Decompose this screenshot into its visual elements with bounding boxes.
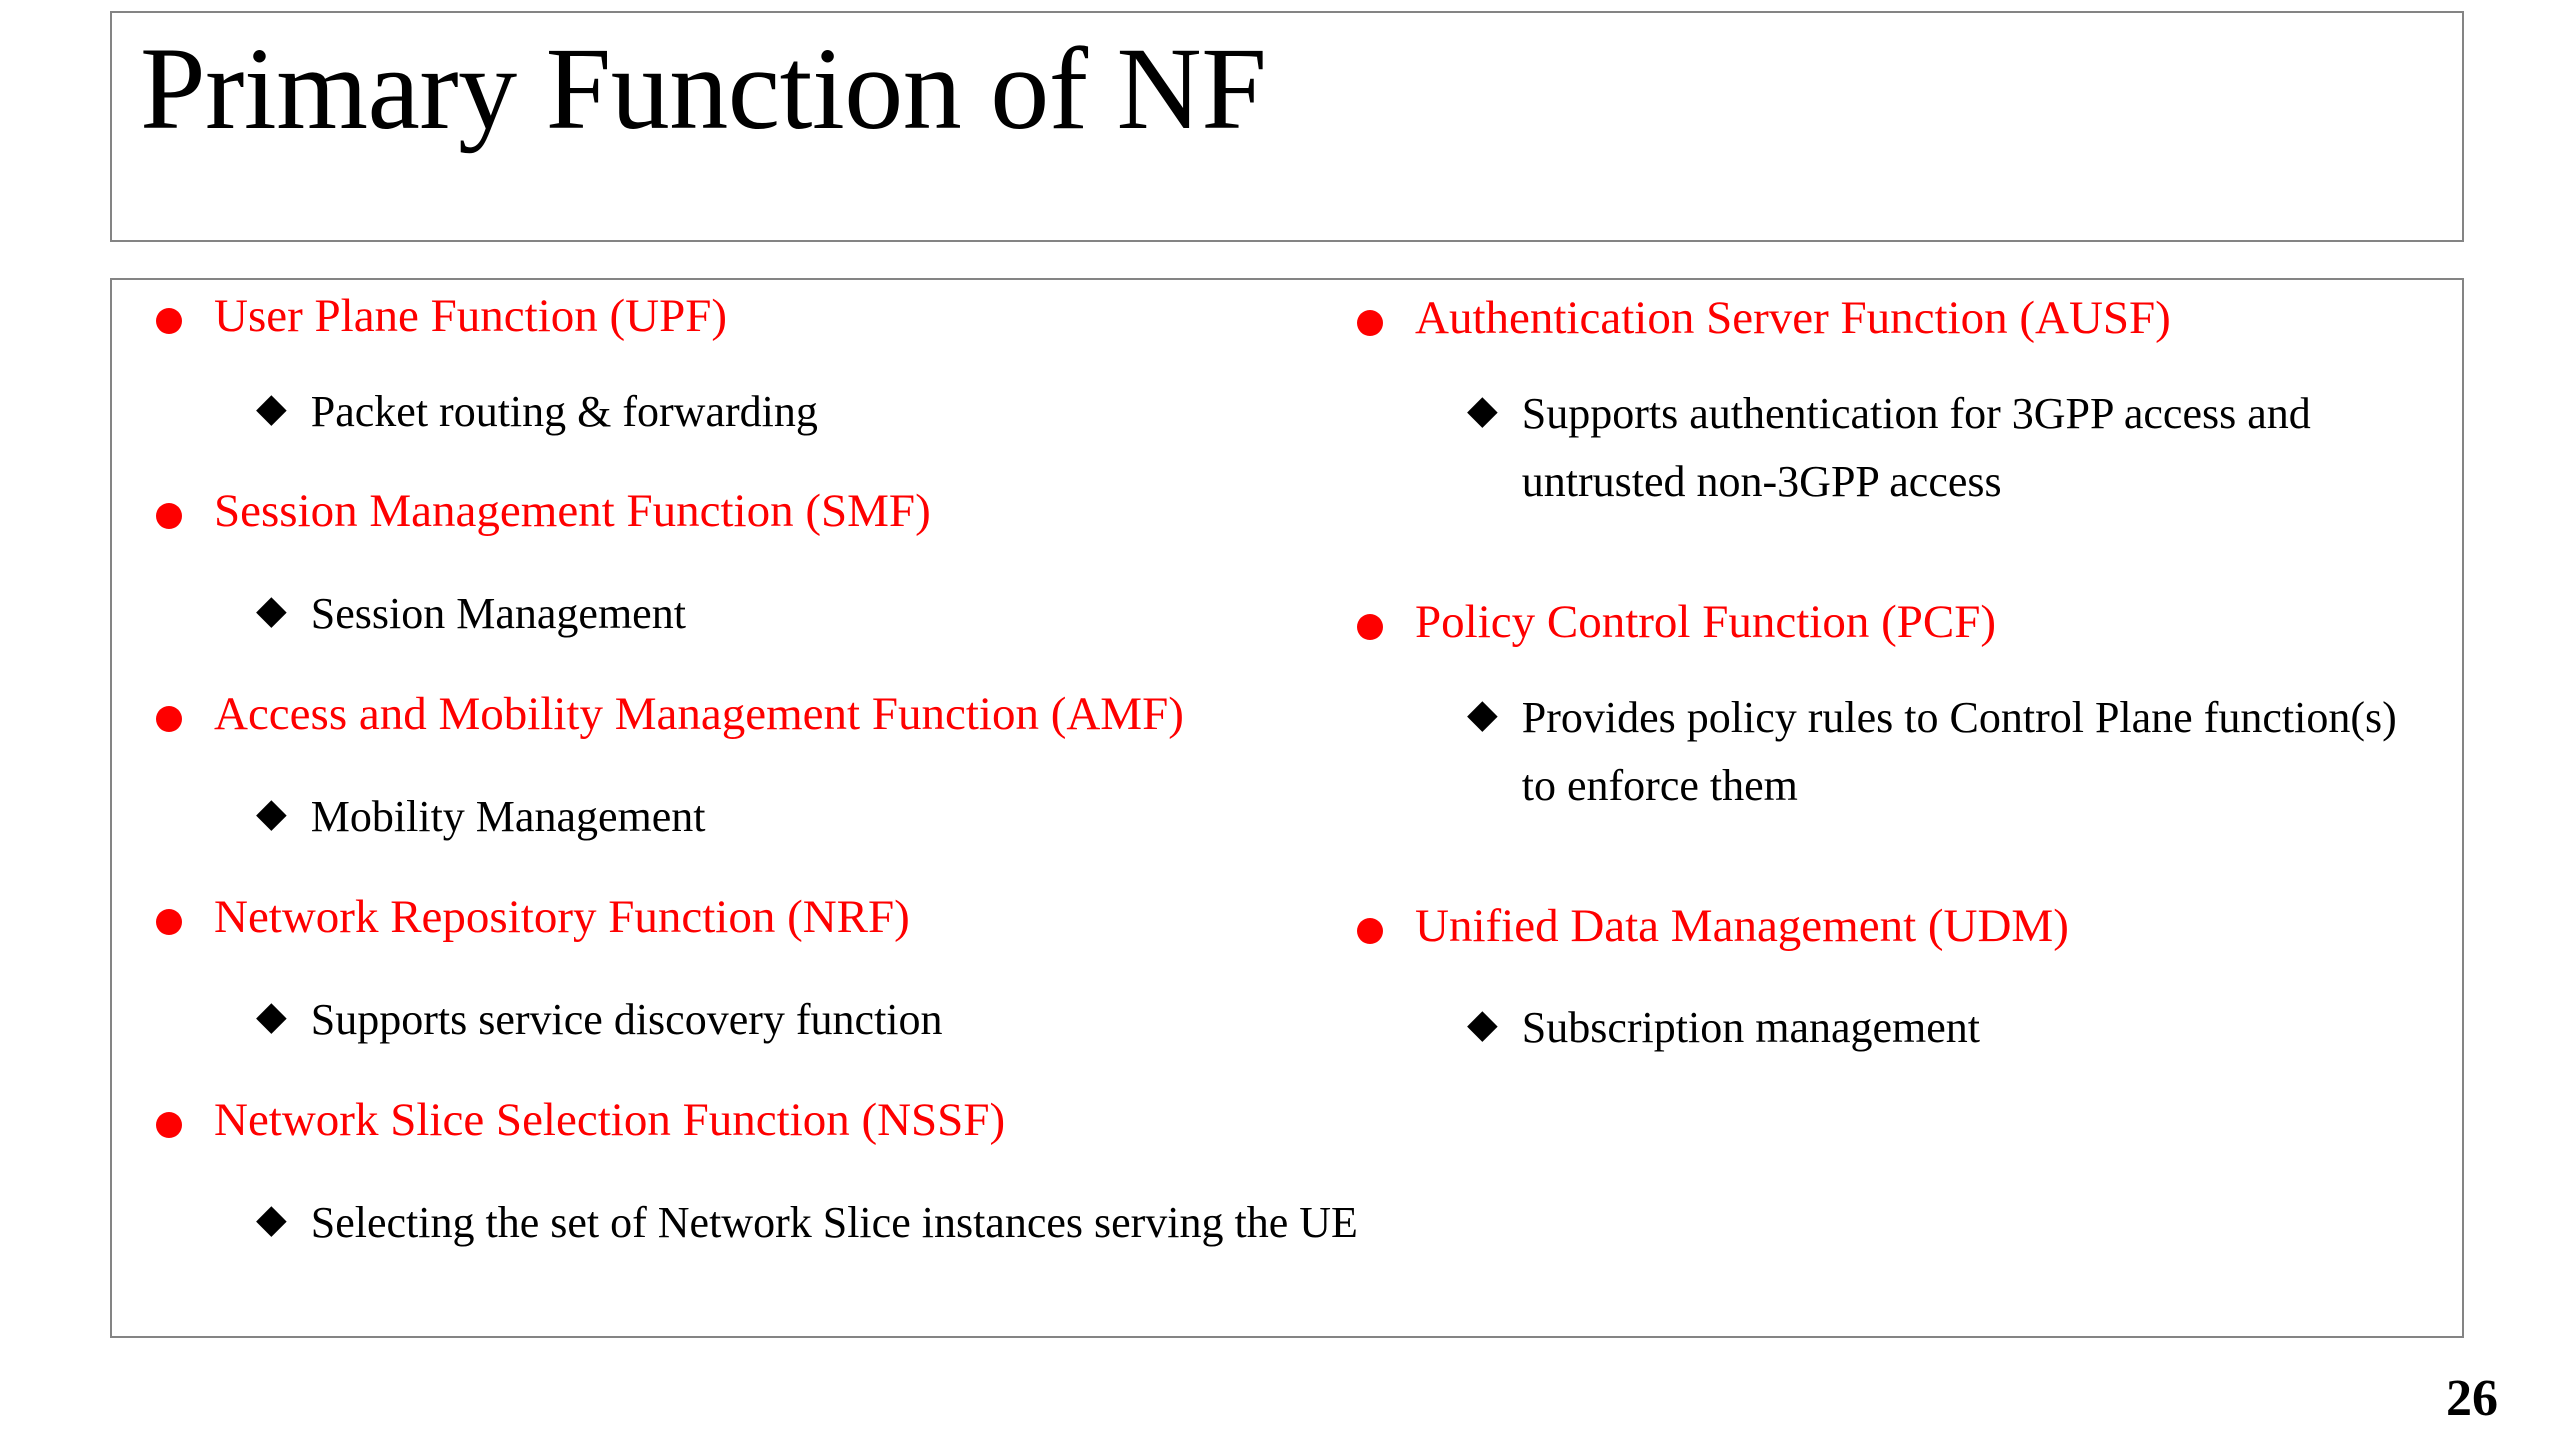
list-item[interactable]: ◆ Packet routing & forwarding (256, 378, 818, 446)
list-item[interactable]: Network Repository Function (NRF) (156, 891, 910, 943)
list-item[interactable]: ◆ Supports authentication for 3GPP acces… (1467, 380, 2417, 516)
bullet-dot-icon (1357, 918, 1383, 944)
list-item[interactable]: Access and Mobility Management Function … (156, 688, 1184, 740)
list-item-label: Supports service discovery function (310, 995, 943, 1044)
list-item-label: Provides policy rules to Control Plane f… (1521, 693, 2397, 811)
diamond-bullet-icon: ◆ (1467, 1001, 1498, 1046)
list-item[interactable]: ◆ Subscription management (1467, 994, 1980, 1062)
list-item-label: Selecting the set of Network Slice insta… (310, 1198, 1358, 1247)
bullet-dot-icon (1357, 614, 1383, 640)
list-item-label: Unified Data Management (UDM) (1415, 900, 2069, 952)
diamond-bullet-icon: ◆ (1467, 387, 1498, 432)
list-item[interactable]: Session Management Function (SMF) (156, 485, 931, 537)
list-item-label: Session Management Function (SMF) (214, 485, 931, 537)
bullet-dot-icon (156, 706, 182, 732)
slide-title-box: Primary Function of NF (110, 11, 2464, 242)
bullet-dot-icon (156, 1112, 182, 1138)
list-item[interactable]: Policy Control Function (PCF) (1357, 596, 1997, 648)
bullet-dot-icon (156, 503, 182, 529)
list-item[interactable]: ◆ Selecting the set of Network Slice ins… (256, 1189, 1956, 1257)
bullet-dot-icon (1357, 310, 1383, 336)
list-item-label: Network Repository Function (NRF) (214, 891, 910, 943)
diamond-bullet-icon: ◆ (256, 1196, 287, 1241)
list-item[interactable]: ◆ Provides policy rules to Control Plane… (1467, 684, 2417, 820)
list-item-label: Session Management (310, 589, 686, 638)
list-item[interactable]: ◆ Supports service discovery function (256, 986, 943, 1054)
list-item-label: Authentication Server Function (AUSF) (1415, 292, 2171, 344)
list-item[interactable]: ◆ Mobility Management (256, 783, 705, 851)
diamond-bullet-icon: ◆ (256, 587, 287, 632)
diamond-bullet-icon: ◆ (1467, 691, 1498, 736)
list-item[interactable]: ◆ Session Management (256, 580, 686, 648)
list-item-label: Subscription management (1521, 1003, 1981, 1052)
list-item-label: Access and Mobility Management Function … (214, 688, 1184, 740)
page-title: Primary Function of NF (140, 23, 1267, 154)
diamond-bullet-icon: ◆ (256, 993, 287, 1038)
list-item[interactable]: User Plane Function (UPF) (156, 290, 728, 342)
list-item-label: Packet routing & forwarding (310, 387, 818, 436)
list-item-label: Policy Control Function (PCF) (1415, 596, 1997, 648)
page-number: 26 (2446, 1370, 2498, 1427)
list-item-label: Mobility Management (310, 792, 706, 841)
list-item[interactable]: Network Slice Selection Function (NSSF) (156, 1094, 1006, 1146)
bullet-dot-icon (156, 308, 182, 334)
bullet-dot-icon (156, 909, 182, 935)
list-item-label: Network Slice Selection Function (NSSF) (214, 1094, 1006, 1146)
list-item[interactable]: Unified Data Management (UDM) (1357, 900, 2069, 952)
slide-content-box: User Plane Function (UPF) ◆ Packet routi… (110, 278, 2464, 1338)
diamond-bullet-icon: ◆ (256, 790, 287, 835)
diamond-bullet-icon: ◆ (256, 385, 287, 430)
list-item-label: Supports authentication for 3GPP access … (1521, 389, 2311, 507)
list-item-label: User Plane Function (UPF) (214, 290, 728, 342)
list-item[interactable]: Authentication Server Function (AUSF) (1357, 292, 2171, 344)
